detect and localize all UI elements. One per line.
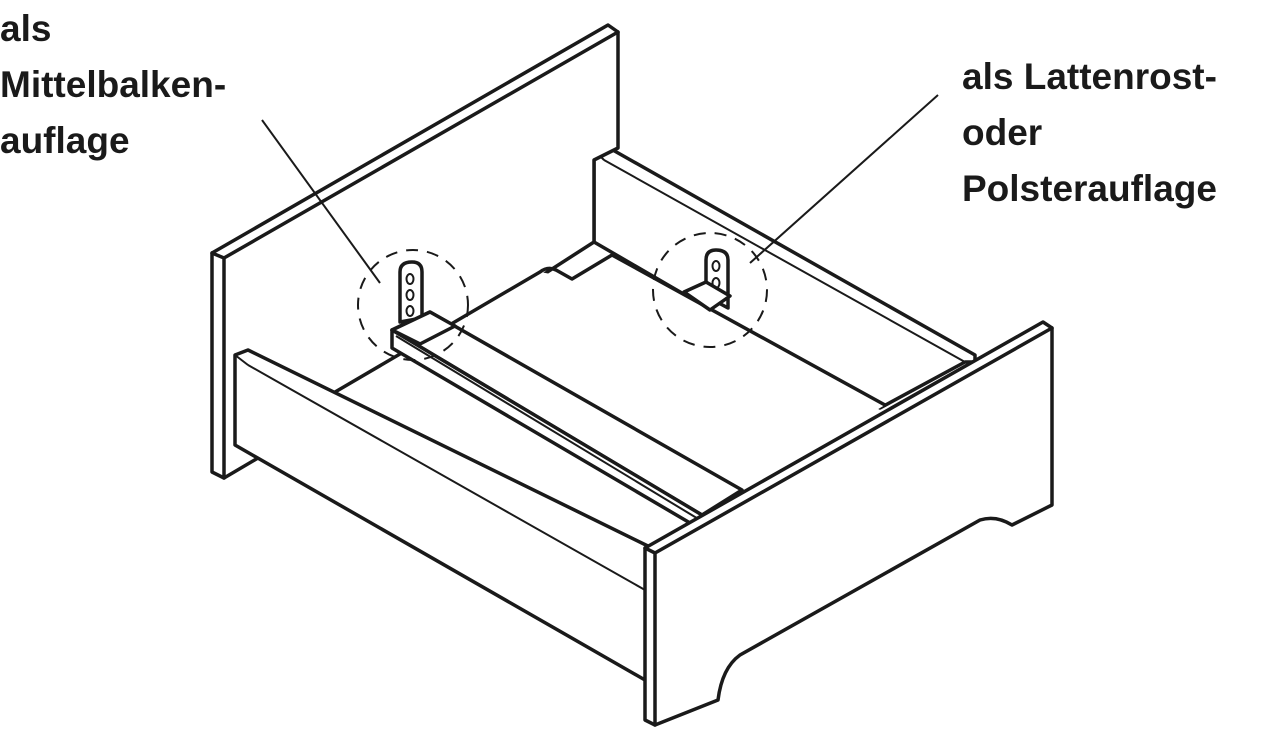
leader-line-left bbox=[261, 119, 381, 284]
label-line: oder bbox=[962, 112, 1043, 153]
label-line: auflage bbox=[0, 120, 130, 161]
headboard bbox=[210, 23, 620, 480]
label-line: Polsterauflage bbox=[962, 168, 1217, 209]
label-line: Mittelbalken- bbox=[0, 64, 227, 105]
slat-frame-support-label: als Lattenrost- oder Polsterauflage bbox=[962, 49, 1217, 217]
label-line: als bbox=[0, 8, 52, 49]
center-beam-support-label: als Mittelbalken- auflage bbox=[0, 1, 226, 169]
footboard bbox=[643, 320, 1054, 727]
leader-line-right bbox=[749, 94, 939, 264]
center-beam-bracket bbox=[357, 249, 469, 361]
label-line: als Lattenrost- bbox=[962, 56, 1217, 97]
slat-frame-bracket bbox=[652, 232, 768, 348]
